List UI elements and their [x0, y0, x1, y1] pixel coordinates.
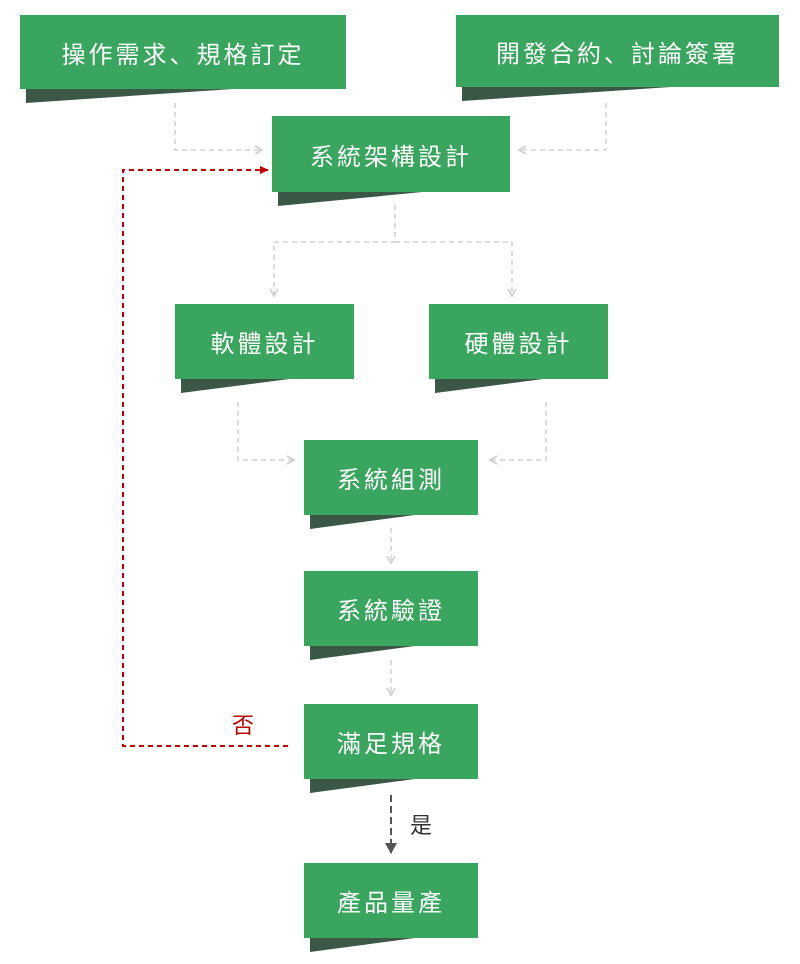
- node-hardware-design-label: 硬體設計: [429, 304, 608, 379]
- edge-sys-arch-to-hw: [395, 241, 517, 298]
- node-mass-production: 產品量產: [304, 863, 478, 952]
- node-meets-spec: 滿足規格: [304, 704, 478, 793]
- node-hardware-design: 硬體設計: [429, 304, 608, 393]
- edge-label-no: 否: [232, 714, 255, 739]
- node-contract-signing: 開發合約、討論簽署: [456, 15, 779, 101]
- edge-sys-arch-to-sw: [269, 205, 396, 298]
- edge-label-yes: 是: [410, 814, 433, 839]
- node-system-architecture: 系統架構設計: [272, 116, 510, 206]
- node-system-architecture-label: 系統架構設計: [272, 116, 510, 192]
- node-system-verification: 系統驗證: [304, 571, 478, 660]
- node-software-design: 軟體設計: [175, 304, 354, 393]
- node-software-design-label: 軟體設計: [175, 304, 354, 379]
- node-contract-signing-label: 開發合約、討論簽署: [456, 15, 779, 87]
- edge-ops-req-to-sys-arch: [174, 103, 264, 155]
- node-operational-requirements-label: 操作需求、規格訂定: [20, 15, 346, 89]
- node-operational-requirements: 操作需求、規格訂定: [20, 15, 346, 103]
- node-meets-spec-label: 滿足規格: [304, 704, 478, 779]
- node-system-verification-label: 系統驗證: [304, 571, 478, 646]
- edge-contract-to-sys-arch: [517, 103, 607, 155]
- edge-hw-to-integration: [488, 402, 547, 465]
- node-system-integration-label: 系統組測: [304, 440, 478, 515]
- node-mass-production-label: 產品量產: [304, 863, 478, 938]
- edge-sw-to-integration: [237, 402, 296, 465]
- edge-no-feedback-loop: [122, 166, 288, 747]
- node-system-integration: 系統組測: [304, 440, 478, 529]
